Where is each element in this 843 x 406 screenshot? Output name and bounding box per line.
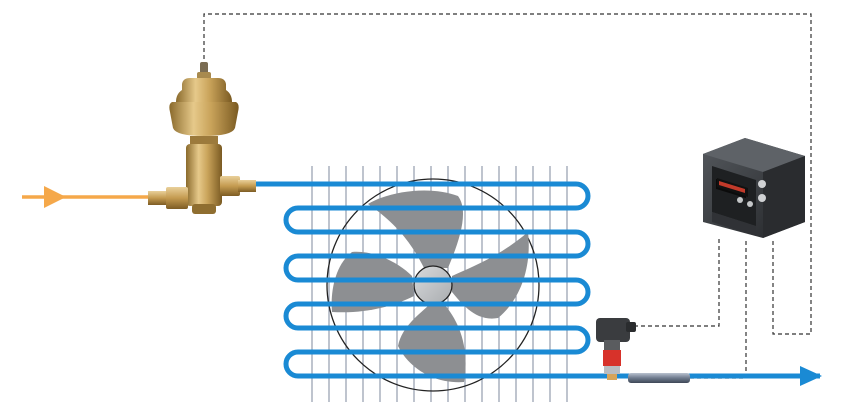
brass-expansion-valve-icon — [148, 62, 256, 214]
fan-shroud — [326, 178, 540, 392]
fan — [326, 178, 540, 392]
inlet-arrow-icon — [44, 186, 66, 208]
evaporator — [255, 166, 822, 402]
temperature-sensor-icon — [628, 373, 690, 383]
fan-hub — [413, 265, 453, 305]
temperature-sensor-wire — [690, 238, 747, 379]
controller-display — [717, 178, 748, 197]
valve-to-controller-wire — [203, 13, 812, 335]
pressure-transmitter-wire — [634, 238, 720, 327]
refrigerant-coil-pipe — [255, 181, 820, 379]
inlet-line — [22, 186, 150, 208]
outlet-arrow-icon — [800, 366, 822, 386]
din-rail-controller-icon — [703, 138, 805, 238]
controller-button-icon — [747, 201, 753, 207]
controller-button-icon — [758, 180, 766, 188]
pressure-transmitter-icon — [596, 318, 636, 380]
controller-button-icon — [737, 197, 743, 203]
controller-button-icon — [758, 194, 766, 202]
